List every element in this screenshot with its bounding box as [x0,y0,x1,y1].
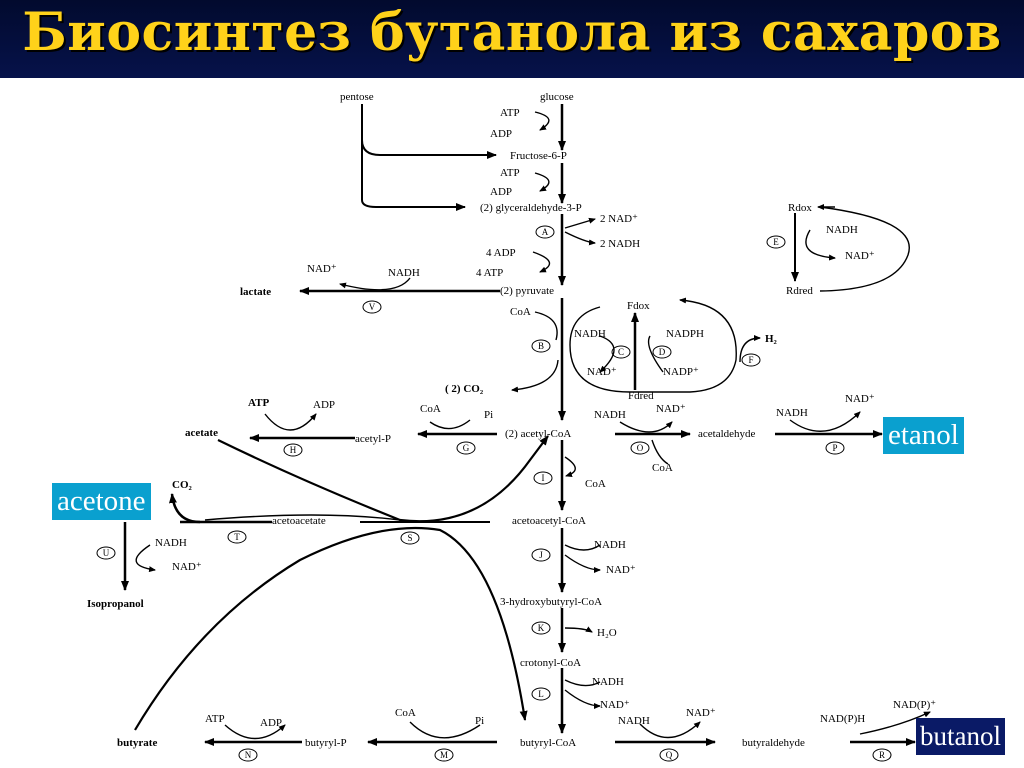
label-fdox: Fdox [627,300,650,312]
label-coa: CoA [585,478,606,490]
label-acetate: acetate [185,427,218,439]
enzyme-i: I [542,473,545,483]
label-nadh: NADH [574,328,606,340]
label-nadph: NAD(P)H [820,713,865,725]
label-butyrate: butyrate [117,737,157,749]
enzyme-n: N [245,750,252,760]
label-hydroxybutyryl: 3-hydroxybutyryl-CoA [500,596,602,608]
label-fdred: Fdred [628,390,654,402]
label-nad: NAD⁺ [587,366,617,378]
label-nadph: NADPH [666,328,704,340]
enzyme-k: K [538,623,545,633]
label-acetoacetate: acetoacetate [272,515,326,527]
pathway-diagram: A B C D E F G H I J K L M N O P Q R S T U V pentose glucose A… [87,91,936,762]
label-coa: CoA [652,462,673,474]
label-acetaldehyde: acetaldehyde [698,428,756,440]
label-nad: NAD⁺ [172,561,202,573]
enzyme-d: D [659,347,666,357]
title-bar [0,0,1024,78]
label-acetoacetylcoa: acetoacetyl-CoA [512,515,586,527]
label-nadh: NADH [594,539,626,551]
label-nad: NAD⁺ [307,263,337,275]
enzyme-c: C [618,347,624,357]
label-coa: CoA [510,306,531,318]
label-co2: ( 2) CO₂ [445,383,484,395]
label-nad: 2 NAD⁺ [600,213,638,225]
label-isopropanol: Isopropanol [87,598,144,610]
label-h2: H₂ [765,333,778,345]
label-nadh: 2 NADH [600,238,640,250]
label-nadh: NADH [618,715,650,727]
label-nad: NAD⁺ [845,250,875,262]
label-nadh: NADH [826,224,858,236]
label-nad: NAD⁺ [656,403,686,415]
label-nad: NAD⁺ [845,393,875,405]
enzyme-b: B [538,341,544,351]
label-pi: Pi [475,715,484,727]
label-co2: CO₂ [172,479,193,491]
label-butyraldehyde: butyraldehyde [742,737,805,749]
label-glyceraldehyde: (2) glyceraldehyde-3-P [480,202,582,214]
label-nadh: NADH [388,267,420,279]
label-adp: ADP [490,186,512,198]
label-atp: ATP [500,107,520,119]
label-acetylcoa: (2) acetyl-CoA [505,428,571,440]
label-nadh: NADH [776,407,808,419]
enzyme-t: T [234,532,240,542]
slide-title: Биосинтез бутанола из сахаров [22,2,1002,63]
enzyme-p: P [832,443,837,453]
label-nadp: NADP⁺ [663,366,699,378]
label-nadh: NADH [592,676,624,688]
enzyme-h: H [290,445,297,455]
highlight-ethanol: etanol [883,417,964,454]
label-glucose: glucose [540,91,574,103]
label-fructose: Fructose-6-P [510,150,567,162]
highlight-acetone: acetone [52,483,151,520]
label-nadp: NAD(P)⁺ [893,699,936,711]
enzyme-q: Q [666,750,673,760]
label-rdox: Rdox [788,202,812,214]
enzyme-l: L [538,689,544,699]
enzyme-f: F [748,355,753,365]
label-nad: NAD⁺ [686,707,716,719]
label-coa: CoA [395,707,416,719]
label-lactate: lactate [240,286,271,298]
label-adp: 4 ADP [486,247,516,259]
enzyme-o: O [637,443,644,453]
enzyme-a: A [542,227,549,237]
label-nad: NAD⁺ [606,564,636,576]
label-butyrylcoa: butyryl-CoA [520,737,576,749]
label-pyruvate: (2) pyruvate [500,285,554,297]
highlight-butanol: butanol [916,718,1005,755]
label-acetylp: acetyl-P [355,433,391,445]
enzyme-v: V [369,302,376,312]
label-pentose: pentose [340,91,374,103]
label-rdred: Rdred [786,285,813,297]
label-atp: ATP [500,167,520,179]
label-coa: CoA [420,403,441,415]
enzyme-s: S [407,533,412,543]
enzyme-r: R [879,750,885,760]
label-nadh: NADH [155,537,187,549]
label-nadh: NADH [594,409,626,421]
label-adp: ADP [490,128,512,140]
enzyme-j: J [539,550,543,560]
enzyme-e: E [773,237,779,247]
label-adp: ADP [260,717,282,729]
label-adp: ADP [313,399,335,411]
label-nad: NAD⁺ [600,699,630,711]
label-atp: ATP [205,713,225,725]
label-atp: 4 ATP [476,267,503,279]
enzyme-u: U [103,548,110,558]
enzyme-g: G [463,443,470,453]
label-crotonyl: crotonyl-CoA [520,657,581,669]
label-h2o: H₂O [597,627,617,639]
label-atp: ATP [248,397,269,409]
label-butyrylp: butyryl-P [305,737,347,749]
enzyme-m: M [440,750,448,760]
label-pi: Pi [484,409,493,421]
